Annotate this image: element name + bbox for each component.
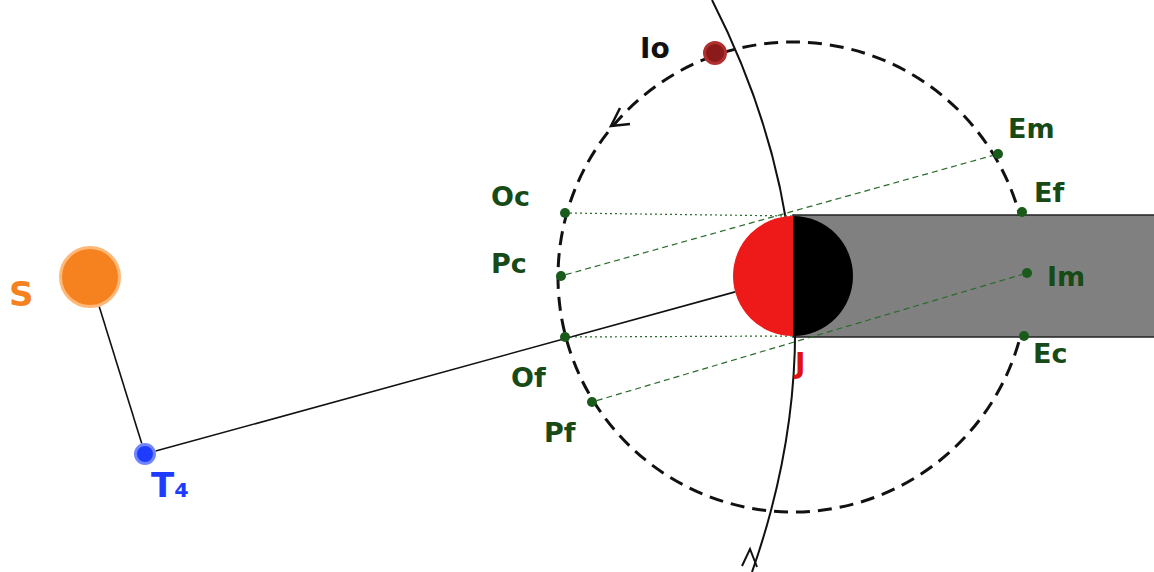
orbit-point: Ec bbox=[1019, 331, 1029, 341]
jupiter-day-side bbox=[733, 216, 793, 336]
point-label: Io bbox=[640, 33, 670, 65]
tangent-line-dotted bbox=[570, 335, 793, 337]
point-label: Of bbox=[511, 362, 546, 393]
point-label: Ec bbox=[1033, 338, 1067, 369]
jupiter: J bbox=[733, 216, 853, 336]
orbit-point-disc bbox=[1022, 268, 1032, 278]
point-label: T₄ bbox=[151, 466, 189, 505]
orbit-point: Im bbox=[1022, 268, 1032, 278]
io-moon-shape bbox=[703, 41, 727, 65]
io-moon: Io bbox=[703, 41, 727, 65]
orbit-point-disc bbox=[1017, 207, 1027, 217]
orbit-point-disc bbox=[993, 149, 1003, 159]
point-label: Em bbox=[1008, 113, 1055, 144]
point-label: J bbox=[795, 348, 805, 380]
earth: T₄ bbox=[134, 443, 156, 465]
orbit-point: Pf bbox=[587, 397, 597, 407]
orbit-point-disc bbox=[587, 397, 597, 407]
orbit-point: Em bbox=[993, 149, 1003, 159]
sun-disc bbox=[61, 248, 120, 307]
orbit-point-disc bbox=[1019, 331, 1029, 341]
orbit-point-disc bbox=[560, 332, 570, 342]
orbit-point-shape bbox=[1019, 331, 1029, 341]
orbit-direction-arrow bbox=[611, 108, 630, 126]
sight-line bbox=[156, 292, 736, 451]
orbit-point: Of bbox=[560, 332, 570, 342]
point-label: Ef bbox=[1034, 177, 1064, 208]
orbit-point: Pc bbox=[556, 271, 566, 281]
point-label: Pf bbox=[544, 417, 576, 448]
orbit-point-shape bbox=[560, 332, 570, 342]
orbit-point-shape bbox=[993, 149, 1003, 159]
tangent-line-dotted bbox=[570, 213, 793, 216]
point-label: Pc bbox=[491, 248, 527, 279]
orbit-point-disc bbox=[560, 208, 570, 218]
orbit-point-shape bbox=[1017, 207, 1027, 217]
jupiter-orbit-arrow bbox=[742, 549, 757, 567]
jupiter-orbit bbox=[712, 0, 795, 572]
point-label: Im bbox=[1047, 261, 1085, 292]
orbit-point-shape bbox=[560, 208, 570, 218]
jupiter-night-side bbox=[793, 216, 853, 336]
orbit-point: Oc bbox=[560, 208, 570, 218]
sun: S bbox=[59, 246, 121, 308]
earth-shape bbox=[134, 443, 156, 465]
point-label: S bbox=[9, 275, 34, 314]
jupiter-shape bbox=[733, 216, 853, 336]
point-label: Oc bbox=[491, 181, 530, 212]
orbit-point: Ef bbox=[1017, 207, 1027, 217]
io-moon-disc bbox=[705, 43, 726, 64]
sun-shape bbox=[59, 246, 121, 308]
orbit-point-shape bbox=[1022, 268, 1032, 278]
sight-line bbox=[99, 307, 142, 444]
orbit-point-disc bbox=[556, 271, 566, 281]
orbit-point-shape bbox=[556, 271, 566, 281]
orbit-point-shape bbox=[587, 397, 597, 407]
earth-disc bbox=[136, 445, 155, 464]
jupiter-shadow bbox=[793, 215, 1154, 337]
